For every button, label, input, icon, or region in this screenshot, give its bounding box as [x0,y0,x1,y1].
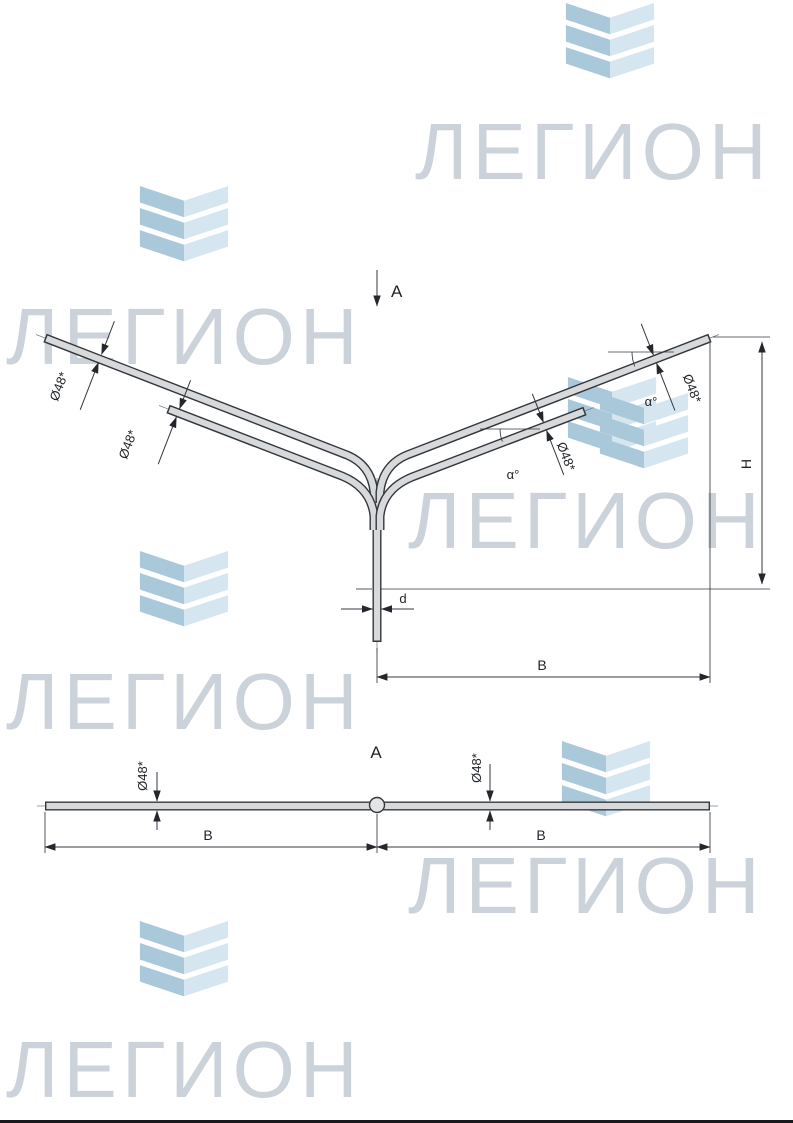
dim-reach-front: B [376,343,711,683]
angle-arc [499,428,503,442]
dim-dia-top-left: Ø48* [135,761,161,830]
dim-line [79,362,99,410]
watermark-text: ЛЕГИОН [408,476,765,565]
dia-top-right-label: Ø48* [469,753,484,783]
dia-left-aux-label: Ø48* [115,428,140,461]
height-label: H [738,459,754,469]
dim-angle-right-main: α° [608,351,674,409]
stem-diameter-label: d [399,591,406,606]
dim-dia-top-right: Ø48* [469,753,494,830]
angle-main-label: α° [645,394,658,409]
dim-line [546,430,565,476]
watermark-text: ЛЕГИОН [6,292,363,381]
stem-top-circle [368,796,386,814]
dim-stem-diameter: d [341,591,414,613]
dim-reach-top-right: B [376,812,711,853]
angle-aux-label: α° [507,467,520,482]
left-aux-fill [168,406,378,530]
reach-top-left-label: B [203,827,212,843]
watermark-text: ЛЕГИОН [6,1025,363,1114]
view-a-label: A [391,282,403,301]
left-main-arm [35,333,379,503]
left-aux-arm [158,404,379,530]
view-a-indicator: A [373,270,403,307]
dim-line [101,321,115,355]
reach-top-right-label: B [536,827,545,843]
dia-right-main-label: Ø48* [680,372,705,405]
reach-label: B [537,657,546,673]
dim-line [179,380,192,410]
dim-line [157,416,177,465]
dim-line [640,323,654,356]
top-view-label: A [370,743,382,762]
right-aux-arm [375,406,595,530]
left-main-fill [45,335,378,503]
dim-angle-right-aux: α° [480,428,540,482]
right-main-centerline [379,334,720,503]
dim-height: H [356,336,770,590]
right-main-fill [376,335,710,503]
dim-reach-top-left: B [44,812,378,853]
top-view: A Ø48* Ø48* [37,743,718,853]
right-main-outline [375,333,712,503]
page-bottom-border [0,1120,793,1123]
watermark-text: ЛЕГИОН [408,841,765,930]
watermark-text: ЛЕГИОН [6,657,363,746]
right-aux-fill [376,408,585,530]
dia-top-left-label: Ø48* [135,761,150,791]
dim-line [656,362,676,411]
angle-arc [631,351,636,367]
dim-line [531,393,544,423]
watermark-text: ЛЕГИОН [415,107,772,196]
dia-left-main-label: Ø48* [46,370,71,403]
right-main-arm [375,333,720,503]
dia-right-aux-label: Ø48* [554,440,579,473]
front-view: A [35,270,770,683]
